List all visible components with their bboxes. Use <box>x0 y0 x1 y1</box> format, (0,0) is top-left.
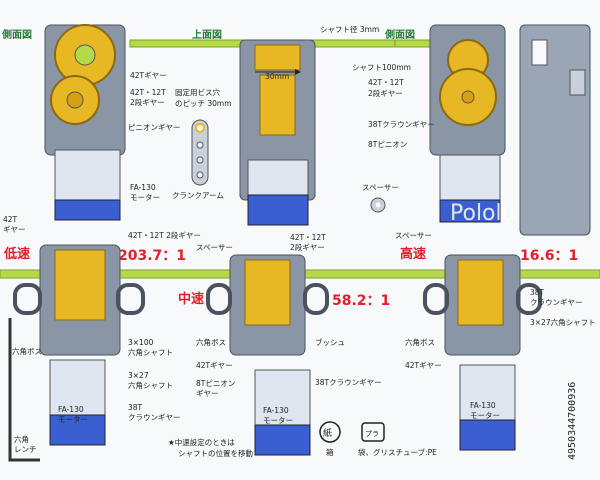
speed-low-label: 低速 <box>3 246 30 262</box>
label-gear42-12: 42T・12T <box>130 88 166 97</box>
top-shaft-len: シャフト100mm <box>352 63 411 72</box>
side-view-left <box>44 24 126 221</box>
header-top: 上面図 <box>192 28 222 41</box>
top-pitch: 30mm <box>265 72 289 81</box>
label-gear42-mid: 42Tギヤー <box>196 361 233 370</box>
label-gear42: 42Tギヤー <box>130 71 167 80</box>
assembly-high <box>423 254 542 451</box>
label-motor-m: モーター <box>263 416 293 425</box>
housing-piece <box>519 24 591 236</box>
label-gear42-left-b: ギヤー <box>3 225 26 234</box>
label-motor-name: FA-130 <box>130 183 156 192</box>
label-shaft-27-a: 3×27 <box>128 371 149 380</box>
label-shaft-100-a: 3×100 <box>128 338 154 347</box>
label-motor-r: モーター <box>470 411 500 420</box>
assembly-low <box>13 244 145 446</box>
spacer-icon <box>370 197 386 213</box>
label-spacer-mid: スペーサー <box>196 243 233 252</box>
label-wrench-b: レンチ <box>14 445 37 454</box>
header-side-left: 側面図 <box>1 28 32 41</box>
label-crown-a: 38T <box>128 403 143 412</box>
speed-low-ratio: 203.7：1 <box>118 248 186 264</box>
label-two-stage-r: 2段ギヤー <box>368 88 403 98</box>
label-shaft-27-right: 3×27六角シャフト <box>530 317 596 327</box>
label-wrench-a: 六角 <box>14 434 29 444</box>
label-crown-right-a: 38T <box>530 288 545 297</box>
label-gear42-right: 42Tギヤー <box>405 361 442 370</box>
label-motor: モーター <box>130 193 160 202</box>
label-gear42-12-r: 42T・12T <box>368 78 404 87</box>
label-screw-hole-2: のピッチ 30mm <box>175 99 232 108</box>
label-crown38-mid: 38Tクラウンギヤー <box>315 378 382 387</box>
recycle-paper-icon <box>319 421 341 443</box>
label-hex-boss-mid: 六角ボス <box>196 337 226 347</box>
recycle-plastic-label: プラ <box>365 430 379 438</box>
recycle-plastic-icon <box>361 422 385 442</box>
label-crown-right-b: クラウンギヤー <box>530 298 583 307</box>
label-bush: ブッシュ <box>315 337 345 347</box>
speed-high-label: 高速 <box>400 246 426 262</box>
recycle-bag-label: 袋、グリスチューブ:PE <box>358 447 437 457</box>
speed-mid-ratio: 58.2：1 <box>332 293 390 309</box>
label-shaft-100-b: 六角シャフト <box>128 347 173 357</box>
label-pinion: ピニオンギヤー <box>128 123 181 132</box>
hex-wrench-icon <box>8 318 40 462</box>
label-motor-name-l: FA-130 <box>58 405 84 414</box>
recycle-paper-label: 紙 <box>323 427 332 439</box>
side-view-right <box>429 24 506 223</box>
note-line-2: シャフトの位置を移動 <box>178 448 253 458</box>
top-view <box>239 39 316 226</box>
assembly-mid <box>206 254 329 456</box>
label-crown-b: クラウンギヤー <box>128 413 181 422</box>
label-pinion8-b: ギヤー <box>196 389 219 398</box>
label-spacer: スペーサー <box>362 183 399 192</box>
crank-arm <box>191 119 209 186</box>
label-two-stage-right-b: 2段ギヤー <box>290 242 325 252</box>
label-gear42-left-a: 42T <box>3 215 18 224</box>
barcode-number: 4950344700936 <box>567 382 578 460</box>
label-two-stage: 2段ギヤー <box>130 97 165 107</box>
label-pinion8: 8Tピニオン <box>368 140 407 149</box>
label-crown38: 38Tクラウンギヤー <box>368 120 435 129</box>
label-pinion8-a: 8Tピニオン <box>196 379 235 388</box>
recycle-box-label: 箱 <box>326 447 334 457</box>
speed-high-ratio: 16.6：1 <box>520 248 578 264</box>
header-side-right: 側面図 <box>384 28 415 41</box>
label-two-stage-mid-a: 42T・12T 2段ギヤー <box>128 230 201 240</box>
top-shaft-dia: シャフト径 3mm <box>320 24 379 34</box>
label-screw-hole-1: 固定用ビス穴 <box>175 87 220 97</box>
watermark: Pololu <box>450 201 516 226</box>
note-line-1: ★中速設定のときは <box>168 437 235 447</box>
label-hex-boss-right: 六角ボス <box>405 337 435 347</box>
speed-mid-label: 中速 <box>178 291 204 307</box>
label-hex-boss: 六角ボス <box>12 346 42 356</box>
label-motor-name-m: FA-130 <box>263 406 289 415</box>
label-motor-l: モーター <box>58 415 88 424</box>
label-two-stage-right-a: 42T・12T <box>290 233 326 242</box>
label-spacer-right: スペーサー <box>395 231 432 240</box>
label-shaft-27-b: 六角シャフト <box>128 380 173 390</box>
label-crank: クランクアーム <box>172 191 224 200</box>
label-motor-name-r: FA-130 <box>470 401 496 410</box>
